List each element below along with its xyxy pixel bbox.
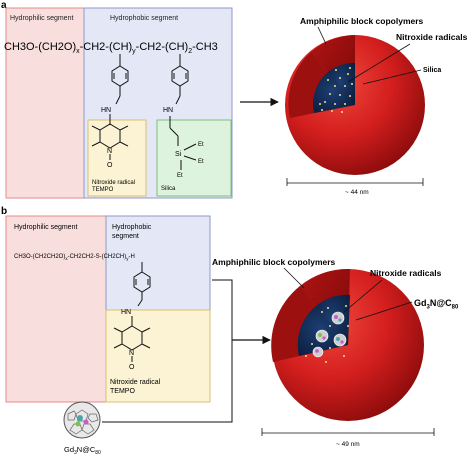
tempo-n-label: N bbox=[107, 148, 112, 155]
tempo-label-line1-b: Nitroxide radical bbox=[110, 379, 161, 386]
fullerene-icon bbox=[63, 401, 101, 439]
hn-left-label: HN bbox=[101, 107, 111, 114]
silica-box bbox=[156, 119, 232, 197]
callout-nitroxide-a: Nitroxide radicals bbox=[396, 32, 468, 42]
hn-label-b: HN bbox=[121, 309, 131, 316]
hydrophobic-label-line1-b: Hydrophobic bbox=[112, 224, 152, 231]
callout-silica-a: Silica bbox=[423, 67, 441, 74]
tempo-label-line2-b: TEMPO bbox=[110, 388, 135, 395]
tempo-ring-b bbox=[113, 316, 151, 362]
hydrophilic-segment-label: Hydrophilic segment bbox=[10, 15, 73, 22]
leader-silica-a bbox=[362, 69, 422, 85]
connector-line-b bbox=[102, 279, 233, 423]
tempo-n-label-b: N bbox=[129, 350, 134, 357]
silicon-label: Si bbox=[175, 151, 182, 158]
leader-gd-b bbox=[355, 301, 413, 321]
leader-nitroxide-a bbox=[347, 43, 411, 83]
tempo-box bbox=[87, 119, 147, 197]
tempo-o-label: O bbox=[107, 162, 113, 169]
tempo-label-line1: Nitroxide radical bbox=[92, 180, 135, 186]
leader-copolymers-b bbox=[283, 267, 305, 289]
nanoparticle-a bbox=[285, 35, 425, 175]
tempo-box-b bbox=[105, 309, 211, 403]
tempo-o-label-b: O bbox=[129, 364, 135, 371]
benzene-ring-right bbox=[169, 54, 197, 170]
ethyl-label-1: Et bbox=[198, 142, 204, 148]
size-bracket-a bbox=[286, 178, 424, 186]
hn-right-label: HN bbox=[163, 107, 173, 114]
nitroxide-dots-a bbox=[319, 67, 353, 113]
hydrophobic-label-line2-b: segment bbox=[112, 233, 139, 240]
hydrophilic-segment-box-b bbox=[5, 215, 107, 403]
callout-nitroxide-b: Nitroxide radicals bbox=[370, 268, 442, 278]
leader-copolymers-a bbox=[317, 26, 327, 45]
hydrophobic-segment-box-b bbox=[105, 215, 211, 311]
nitroxide-dots-b bbox=[305, 305, 349, 363]
size-label-b: ~ 49 nm bbox=[336, 441, 360, 448]
nanoparticle-b bbox=[271, 268, 424, 421]
size-bracket-b bbox=[261, 428, 435, 436]
ethyl-label-3: Et bbox=[177, 173, 183, 179]
tempo-label-line2: TEMPO bbox=[92, 187, 114, 193]
callout-copolymers-b: Amphiphilic block copolymers bbox=[212, 257, 336, 267]
panel-a: a Hydrophilic segment Hydrophobic segmen… bbox=[1, 0, 468, 199]
panel-b-letter: b bbox=[1, 206, 7, 217]
fullerene-label: Gd3N@C80 bbox=[64, 445, 101, 456]
hydrophobic-segment-label: Hydrophobic segment bbox=[110, 15, 178, 22]
panel-b: b Hydrophilic segment Hydrophobic segmen… bbox=[1, 206, 459, 456]
fullerene-clusters-b bbox=[312, 311, 347, 358]
callout-copolymers-a: Amphiphilic block copolymers bbox=[300, 16, 424, 26]
ethyl-label-2: Et bbox=[198, 159, 204, 165]
core-wedge-side-a bbox=[313, 72, 355, 113]
benzene-ring-b bbox=[133, 262, 151, 307]
panel-a-letter: a bbox=[1, 0, 7, 11]
silica-box-label: Silica bbox=[161, 186, 176, 192]
tempo-ring bbox=[91, 114, 129, 160]
callout-gd-b: Gd3N@C80 bbox=[414, 298, 459, 311]
size-label-a: ~ 44 nm bbox=[345, 189, 369, 196]
polymer-formula-a: CH3O-(CH2O)x-CH2-(CH)y-CH2-(CH)2-CH3 bbox=[4, 41, 218, 55]
leader-nitroxide-b bbox=[343, 279, 383, 313]
benzene-ring-left bbox=[111, 54, 129, 105]
hydrophilic-segment-label-b: Hydrophilic segment bbox=[14, 224, 77, 231]
polymer-formula-b: CH3O-(CH2CH2O)x-CH2CH2-S-(CH2CH)y-H bbox=[14, 254, 135, 261]
hydrophilic-segment-box bbox=[5, 7, 85, 199]
